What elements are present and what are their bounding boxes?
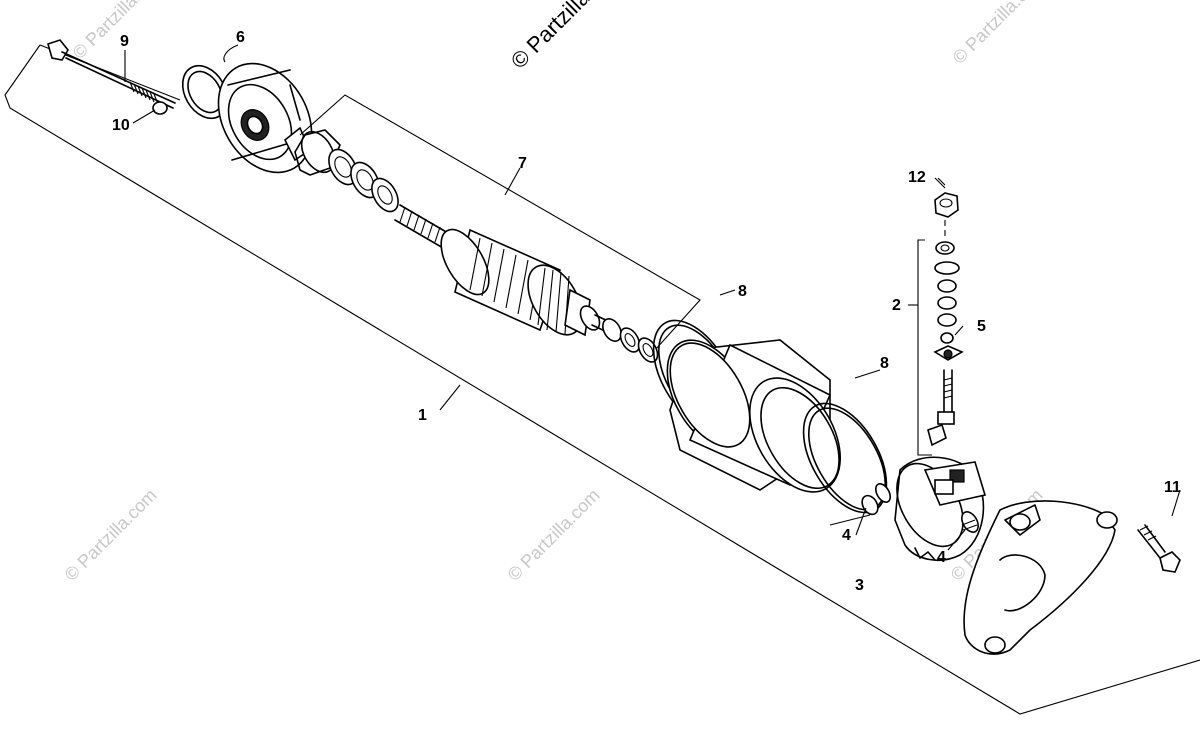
callout-3: 3	[855, 577, 864, 594]
motor-yoke	[666, 339, 842, 493]
terminal-washer	[940, 332, 954, 344]
through-bolt	[47, 39, 176, 109]
watermark-middle: © Partzilla.com	[504, 485, 604, 585]
brush-plate	[894, 456, 987, 561]
thrust-washer-set-front	[294, 129, 399, 213]
callout-labels: 1 2 3 4 4 5 6 7 8 8 9 10 11 12	[112, 29, 1181, 594]
callout-12: 12	[908, 169, 926, 186]
armature	[394, 204, 611, 337]
callout-7: 7	[518, 155, 527, 172]
callout-8-upper: 8	[738, 283, 747, 300]
front-end-housing	[181, 62, 313, 174]
callout-6: 6	[236, 29, 245, 46]
watermark-main: © Partzilla.com	[506, 0, 629, 74]
callout-2: 2	[892, 297, 901, 314]
callout-5: 5	[977, 318, 986, 335]
callout-11: 11	[1164, 479, 1181, 496]
callout-4-right: 4	[937, 549, 946, 566]
brush-left	[861, 483, 892, 516]
callout-8-lower: 8	[880, 355, 889, 372]
watermark-top-right: © Partzilla.com	[949, 0, 1049, 68]
callout-10: 10	[112, 117, 130, 134]
callout-9: 9	[120, 33, 129, 50]
terminal-hardware-stack	[908, 200, 964, 456]
mounting-bolt	[1137, 524, 1181, 573]
brush-right	[961, 511, 979, 533]
rear-end-cover	[963, 500, 1118, 655]
watermark-left: © Partzilla.com	[61, 485, 161, 585]
terminal-nut	[934, 177, 959, 218]
callout-1: 1	[418, 407, 427, 424]
callout-4-left: 4	[842, 527, 851, 544]
leader-lines	[124, 44, 1181, 551]
watermark-top-left: © Partzilla.com	[69, 0, 169, 63]
thrust-washer-set-rear	[602, 318, 659, 363]
brush-plate-bracket	[829, 514, 871, 526]
small-washer	[152, 101, 168, 115]
